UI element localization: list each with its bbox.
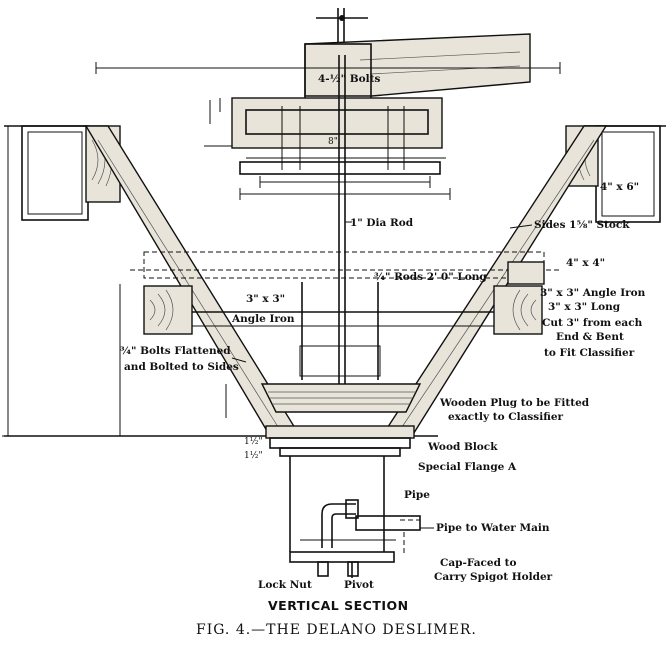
bolts-label: 4-½" Bolts <box>318 73 380 85</box>
angle-iron-label-5: to Fit Classifier <box>544 347 635 359</box>
angle-iron-right-block <box>493 285 543 335</box>
bearing-housing <box>204 43 451 200</box>
pipe <box>289 456 385 552</box>
wood-block <box>265 425 415 439</box>
dim-3x3-label: 3" x 3" <box>246 293 285 305</box>
water-pipe-elbow <box>321 499 421 548</box>
angle-iron-label-4: End & Bent <box>556 331 624 343</box>
wooden-plug <box>260 383 422 413</box>
wood-block-label: Wood Block <box>427 441 498 453</box>
bolts-flattened-label-1: ¾" Bolts Flattened <box>120 345 231 357</box>
lock-nut-label: Lock Nut <box>258 579 312 591</box>
angle-iron-label-1: 3" x 3" Angle Iron <box>540 287 646 299</box>
flange-label: Special Flange A <box>418 461 517 473</box>
cap <box>289 532 405 563</box>
overhead-beam <box>304 33 531 97</box>
angle-iron-label-2: 3" x 3" Long <box>548 301 621 313</box>
block-4x4 <box>507 261 545 285</box>
central-rod <box>338 55 346 400</box>
dim-1-a-label: 1½" <box>244 436 263 447</box>
figure-caption: FIG. 4.—THE DELANO DESLIMER. <box>196 622 477 638</box>
plug-label-1: Wooden Plug to be Fitted <box>439 397 590 409</box>
inner-frame <box>299 345 381 377</box>
plug-label-2: exactly to Classifier <box>448 411 564 423</box>
dim-4x4-label: 4" x 4" <box>566 257 605 269</box>
pipe-water-label: Pipe to Water Main <box>436 522 550 534</box>
lock-nut-and-pivot <box>317 561 359 578</box>
dim-8-label: 8" <box>328 137 338 147</box>
dia-rod-label: 1" Dia Rod <box>350 217 414 229</box>
sides-label: Sides 1⅝" Stock <box>534 219 630 231</box>
dim-1-b-label: 1½" <box>244 450 263 461</box>
pipe-label: Pipe <box>404 489 430 501</box>
rods-label: ¾" Rods 2' 0" Long <box>374 271 487 283</box>
dim-4x6-label: 4" x 6" <box>600 181 639 193</box>
angle-iron-inner-label: Angle Iron <box>231 313 295 325</box>
cap-label-2: Carry Spigot Holder <box>434 571 553 583</box>
angle-iron-label-3: Cut 3" from each <box>542 317 643 329</box>
special-flange <box>269 437 411 457</box>
cap-label-1: Cap-Faced to <box>440 557 516 569</box>
bolts-flattened-label-2: and Bolted to Sides <box>124 361 239 373</box>
pivot-label: Pivot <box>344 579 374 591</box>
section-title: VERTICAL SECTION <box>268 598 409 613</box>
angle-iron-left-block <box>143 285 193 335</box>
